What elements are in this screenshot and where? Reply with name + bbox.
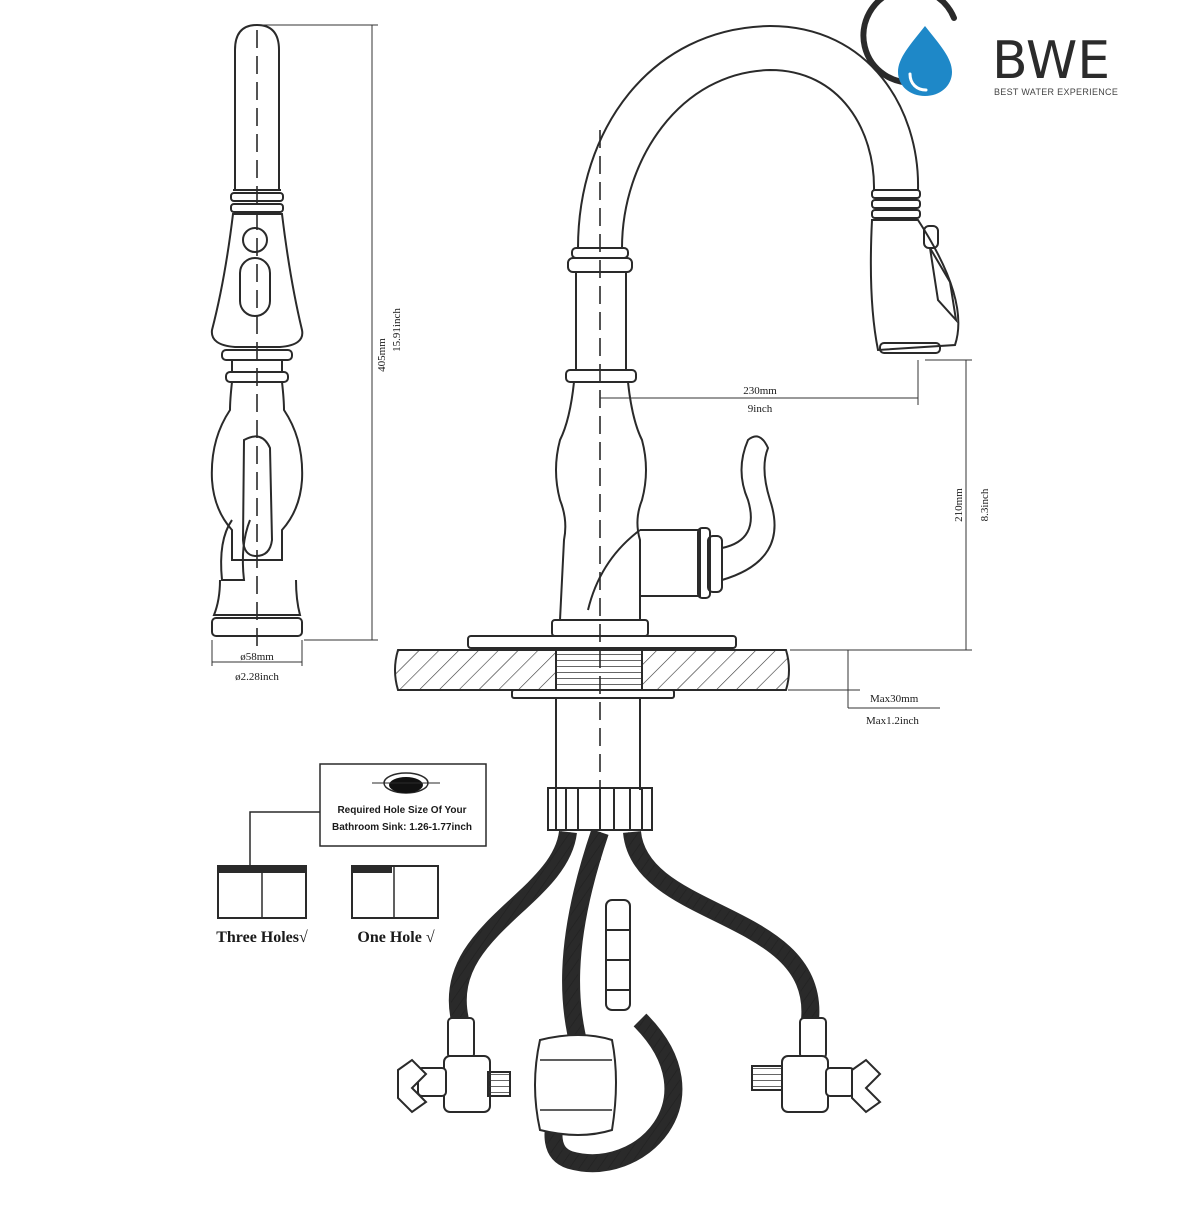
- height-dimension: 405mm 15.91inch: [262, 24, 403, 641]
- height-mm-label: 405mm: [376, 338, 388, 372]
- base-inch-label: ø2.28inch: [235, 671, 279, 683]
- spout-height-inch-label: 8.3inch: [979, 488, 991, 521]
- three-holes-label: Three Holes√: [216, 929, 308, 946]
- hole-note-line2: Bathroom Sink: 1.26-1.77inch: [332, 822, 472, 833]
- brand-name: BWE: [992, 31, 1110, 91]
- angle-valve-right: [751, 1017, 882, 1114]
- water-drop-icon: [860, 0, 957, 96]
- mounting-shank: [547, 698, 653, 831]
- reach-inch-label: 9inch: [748, 403, 773, 415]
- brand-logo: BWE BEST WATER EXPERIENCE: [860, 0, 1118, 97]
- one-hole-label: One Hole √: [357, 929, 434, 946]
- supply-hoses: [448, 829, 820, 1173]
- height-inch-label: 15.91inch: [391, 308, 403, 352]
- base-mm-label: ø58mm: [240, 651, 274, 663]
- one-hole-option: One Hole √: [351, 865, 439, 946]
- reach-mm-label: 230mm: [743, 385, 777, 397]
- deck-max-inch-label: Max1.2inch: [866, 715, 919, 727]
- spout-height-dimension: 210mm 8.3inch: [790, 359, 991, 651]
- deck-max-mm-label: Max30mm: [870, 693, 919, 705]
- angle-valve-left: [397, 1017, 511, 1114]
- brand-tagline: BEST WATER EXPERIENCE: [994, 87, 1118, 97]
- deck-dimension: Max30mm Max1.2inch: [788, 650, 940, 727]
- faucet-front-view: [467, 24, 960, 649]
- hole-note-line1: Required Hole Size Of Your: [337, 805, 466, 816]
- countertop-section: [394, 649, 790, 699]
- spout-height-mm-label: 210mm: [953, 488, 965, 522]
- base-dimension: ø58mm ø2.28inch: [211, 640, 303, 683]
- three-holes-option: Three Holes√: [216, 865, 308, 946]
- reach-dimension: 230mm 9inch: [600, 360, 919, 415]
- hole-size-note: Required Hole Size Of Your Bathroom Sink…: [249, 763, 487, 868]
